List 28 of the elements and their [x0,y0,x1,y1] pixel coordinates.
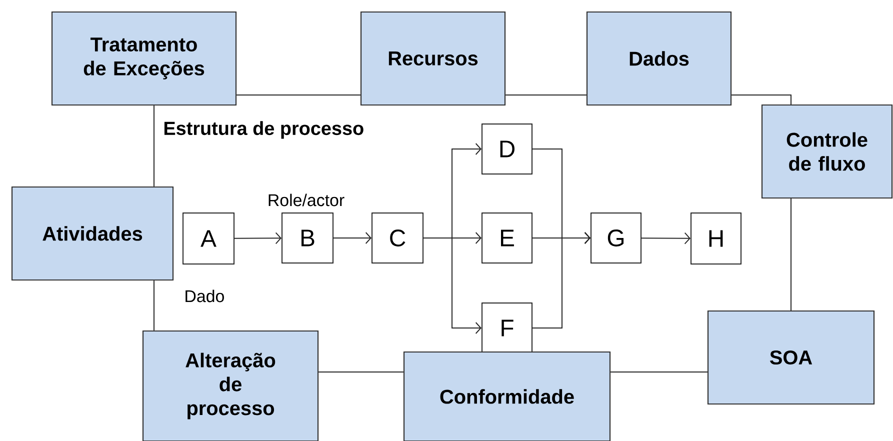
category-box: Tratamento de Exceções [51,11,237,106]
category-box: Controle de fluxo [761,104,893,199]
category-box: Recursos [360,11,506,106]
step-box: D [482,124,532,174]
annotation-text: Dado [186,290,224,302]
arrow [532,232,590,328]
connector-line [236,94,361,96]
step-box: B [282,212,334,264]
arrow [423,238,482,334]
step-box: C [372,212,424,264]
section-heading: Estrutura de processo [164,121,364,139]
connector-line [731,94,792,105]
category-box: Atividades [11,186,174,281]
annotation-text: Role/actor [268,194,344,206]
step-box: G [590,212,642,264]
step-box: E [482,212,532,264]
step-box: F [482,302,532,354]
arrow [333,232,372,244]
category-box: Conformidade [403,351,611,441]
step-box: A [182,212,234,264]
step-box: H [690,212,742,264]
arrow [641,232,690,244]
category-box: SOA [707,310,875,405]
arrow [234,232,282,244]
connector-line [505,94,587,96]
connector-line [790,198,792,311]
category-box: Alteração de processo [142,330,319,441]
category-box: Dados [586,11,732,106]
